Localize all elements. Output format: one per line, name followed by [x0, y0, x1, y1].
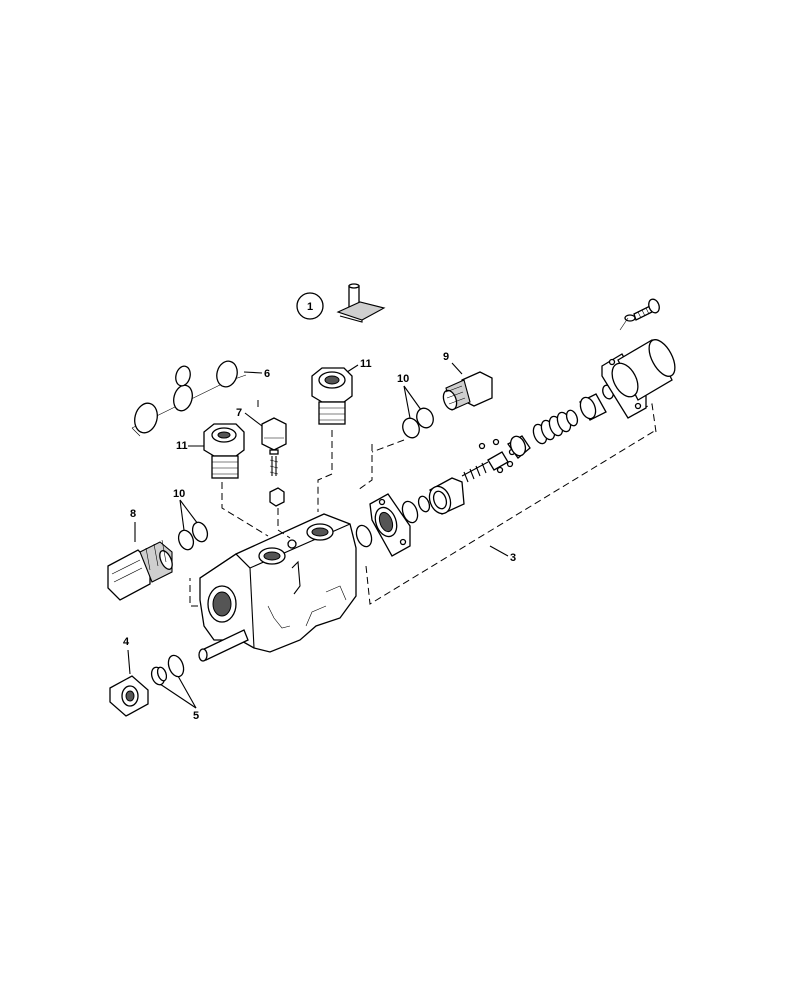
- cartridge-8: 8: [107, 508, 173, 601]
- callout-9: 9: [443, 351, 449, 363]
- spool: [198, 629, 249, 662]
- valve-body: [199, 513, 357, 653]
- callout-10b: 10: [173, 488, 185, 500]
- callout-4: 4: [123, 636, 130, 648]
- o-ring-group-6: 6: [131, 360, 270, 437]
- callout-5: 5: [193, 710, 199, 722]
- callout-8: 8: [130, 508, 136, 520]
- kit-symbol: 1: [296, 283, 386, 323]
- o-rings-10-upper: 10: [397, 373, 434, 439]
- callout-3: 3: [510, 552, 516, 564]
- callout-11a: 11: [176, 440, 188, 452]
- callout-circle-1: [296, 292, 324, 320]
- seals-5: 5: [150, 654, 199, 722]
- callout-1: 1: [307, 301, 313, 313]
- spool-assembly-3: 3: [355, 298, 676, 564]
- o-rings-10-lower: 10: [173, 488, 209, 551]
- callout-6: 6: [264, 368, 270, 380]
- tool-symbol-icon: [336, 283, 386, 323]
- fitting-11-right: 11: [311, 358, 372, 425]
- orifice-plug-7: 7: [236, 400, 287, 507]
- callout-7: 7: [236, 407, 242, 419]
- callout-10a: 10: [397, 373, 409, 385]
- fitting-11-left: 11: [176, 423, 245, 479]
- callout-11b: 11: [360, 358, 372, 370]
- relief-cartridge-9: 9: [442, 351, 493, 411]
- cover-plate-4: 4: [109, 636, 149, 717]
